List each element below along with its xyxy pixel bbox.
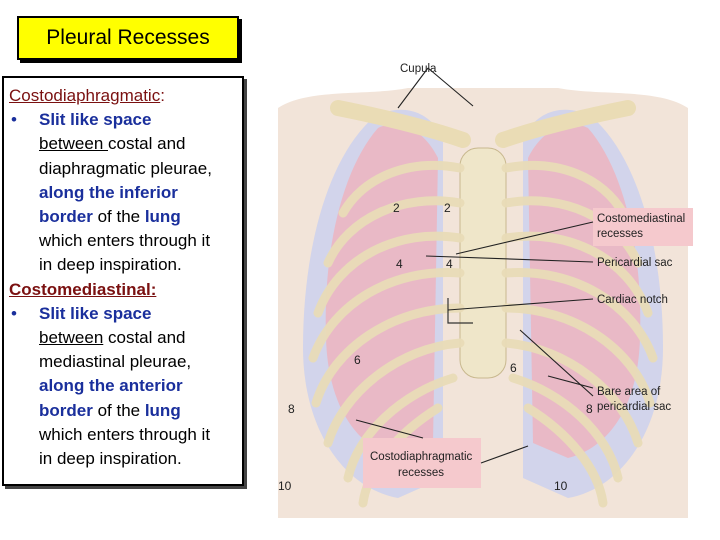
- rib-number: 8: [288, 402, 295, 416]
- rib-number: 2: [444, 201, 451, 215]
- slide-title-text: Pleural Recesses: [46, 26, 210, 49]
- rib-number: 8: [586, 402, 593, 416]
- label-costomediastinal-2: recesses: [597, 228, 643, 240]
- text-panel: Costodiaphragmatic: • Slit like space be…: [2, 76, 244, 486]
- label-pericardial-sac: Pericardial sac: [597, 257, 673, 269]
- label-cardiac-notch: Cardiac notch: [597, 294, 668, 306]
- rib-number: 10: [554, 479, 568, 493]
- bullet-dot: •: [11, 110, 17, 130]
- label-costodiaphragmatic-2: recesses: [398, 467, 444, 479]
- costodiaphragmatic-heading: Costodiaphragmatic:: [9, 86, 165, 105]
- rib-number: 6: [510, 361, 517, 375]
- label-costomediastinal-1: Costomediastinal: [597, 213, 685, 225]
- rib-number: 10: [278, 479, 292, 493]
- rib-number: 6: [354, 353, 361, 367]
- rib-number: 4: [446, 257, 453, 271]
- slide-title: Pleural Recesses: [17, 16, 239, 60]
- thorax-illustration: Cupula Costomediastinal recesses Pericar…: [278, 63, 693, 518]
- bullet-dot: •: [11, 303, 17, 323]
- label-costodiaphragmatic-1: Costodiaphragmatic: [370, 451, 473, 463]
- costomediastinal-heading: Costomediastinal:: [9, 279, 157, 299]
- costodiaphragmatic-bullet: • Slit like space between costal and dia…: [9, 108, 238, 277]
- rib-number: 2: [393, 201, 400, 215]
- label-bare-area-1: Bare area of: [597, 386, 661, 398]
- label-cupula: Cupula: [400, 63, 437, 75]
- costomediastinal-bullet: • Slit like space between costal and med…: [9, 302, 238, 471]
- rib-number: 4: [396, 257, 403, 271]
- label-bare-area-2: pericardial sac: [597, 401, 671, 413]
